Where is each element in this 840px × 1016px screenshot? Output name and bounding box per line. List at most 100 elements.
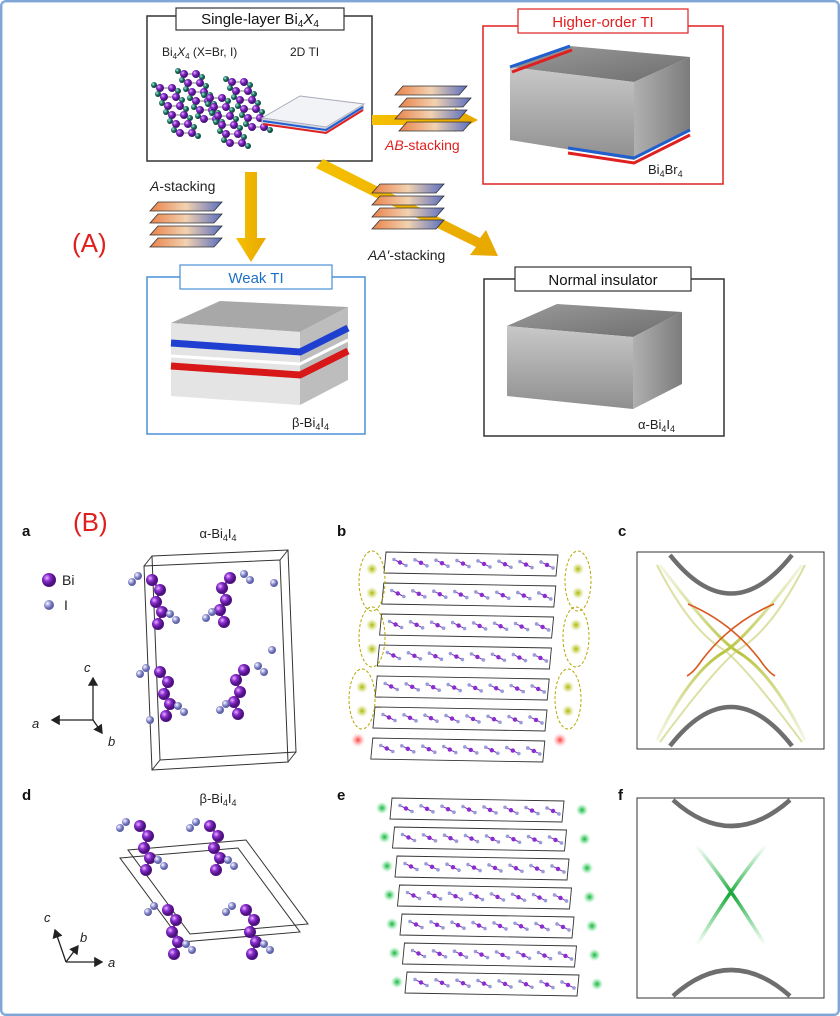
i-atom (425, 983, 429, 988)
i-atom (496, 751, 500, 756)
bi-atom (427, 835, 432, 841)
i-atom (538, 752, 542, 756)
i-atom (521, 689, 525, 694)
bi-legend-label: Bi (62, 572, 74, 588)
bi-atom (519, 624, 524, 629)
bi-atom (536, 686, 541, 692)
bi-atom (477, 623, 482, 629)
i-atom (457, 868, 461, 872)
bi-atom (494, 686, 499, 691)
bi-atom (523, 562, 529, 567)
edge-state-glow (365, 618, 379, 632)
bi-atom (411, 893, 416, 898)
x-atom (159, 100, 165, 106)
bi-atom (479, 952, 484, 957)
bi-atom (563, 953, 568, 959)
i-atom (513, 921, 517, 926)
i-atom (188, 946, 196, 954)
i-atom (440, 804, 444, 808)
i-atom (432, 589, 436, 593)
bi-atom (234, 130, 242, 138)
i-atom (483, 627, 488, 631)
bi-atom (407, 715, 413, 721)
bi-atom (172, 936, 184, 948)
bi-atom (188, 88, 196, 96)
bi-atom (544, 982, 550, 987)
bi-atom (470, 716, 476, 722)
bi-atom (435, 623, 440, 628)
edge-state-glow (365, 562, 379, 576)
i-atom (166, 610, 174, 618)
bi-atom (476, 923, 482, 928)
i-atom (492, 621, 497, 626)
i-atom (424, 862, 428, 866)
bi-atom (170, 914, 182, 926)
i-atom (266, 946, 274, 954)
x-atom (191, 124, 197, 130)
bi-atom (426, 747, 431, 752)
ab-stacking-label: AB-stacking (384, 137, 460, 153)
bi-atom (448, 836, 453, 841)
i-atom (557, 812, 561, 816)
i-atom (180, 708, 188, 716)
x-atom (233, 116, 239, 122)
edge-pair-outline (358, 606, 386, 668)
bi-atom (517, 655, 522, 660)
bi-atom (238, 139, 246, 147)
i-atom (463, 833, 468, 838)
x-atom (163, 109, 169, 115)
i-atom (459, 897, 464, 901)
x-atom (183, 86, 189, 92)
i-atom (467, 984, 471, 988)
bi-atom (192, 70, 200, 78)
stacking-slab (149, 213, 223, 224)
i-atom (496, 840, 501, 844)
i-atom (536, 811, 540, 816)
bi-atom (160, 710, 172, 722)
i-atom (431, 810, 435, 814)
a-stacking-label: A-stacking (149, 178, 215, 194)
arrow-ab (372, 108, 478, 132)
i-atom (469, 652, 474, 656)
i-atom (421, 744, 425, 748)
bi-atom (450, 865, 456, 870)
alpha-unit-cell (128, 549, 297, 771)
i-atom (454, 750, 458, 755)
i-atom (443, 955, 448, 959)
i-atom (526, 746, 530, 750)
ti-2d-plate (260, 95, 366, 135)
i-atom (511, 652, 516, 657)
beta-atoms (116, 818, 274, 960)
i-atom (455, 978, 459, 982)
i-atom (494, 950, 499, 954)
i-atom (507, 714, 511, 719)
bi-atom (224, 572, 236, 584)
bi-atom (212, 830, 224, 842)
i-atom (240, 570, 248, 578)
x-atom (227, 85, 233, 91)
i-atom (390, 588, 394, 593)
x-atom (179, 77, 185, 83)
aa-stacking-slabs (371, 183, 445, 230)
panel-b-label: b (337, 523, 346, 540)
normal-insulator-block (507, 304, 682, 409)
i-atom (557, 951, 562, 955)
x-atom (231, 94, 237, 100)
i-atom (474, 590, 478, 594)
i-atom (425, 564, 429, 568)
bi-atom (418, 560, 424, 566)
bi-atom (529, 808, 535, 813)
bi-atom (542, 593, 547, 599)
weak-ti-panel: Weak TI β-Bi4I4 (146, 264, 366, 435)
edge-state-glow (355, 704, 369, 718)
i-atom (505, 745, 509, 750)
edge-state-glow-red (350, 732, 366, 748)
bi-atom (439, 561, 445, 566)
formula-label: Bi4X4 (X=Br, I) (162, 45, 237, 61)
bi-atom (184, 120, 192, 128)
i-atom (488, 565, 492, 569)
bi-atom (414, 622, 419, 628)
bi-atom (523, 982, 529, 987)
i-atom (504, 927, 508, 931)
